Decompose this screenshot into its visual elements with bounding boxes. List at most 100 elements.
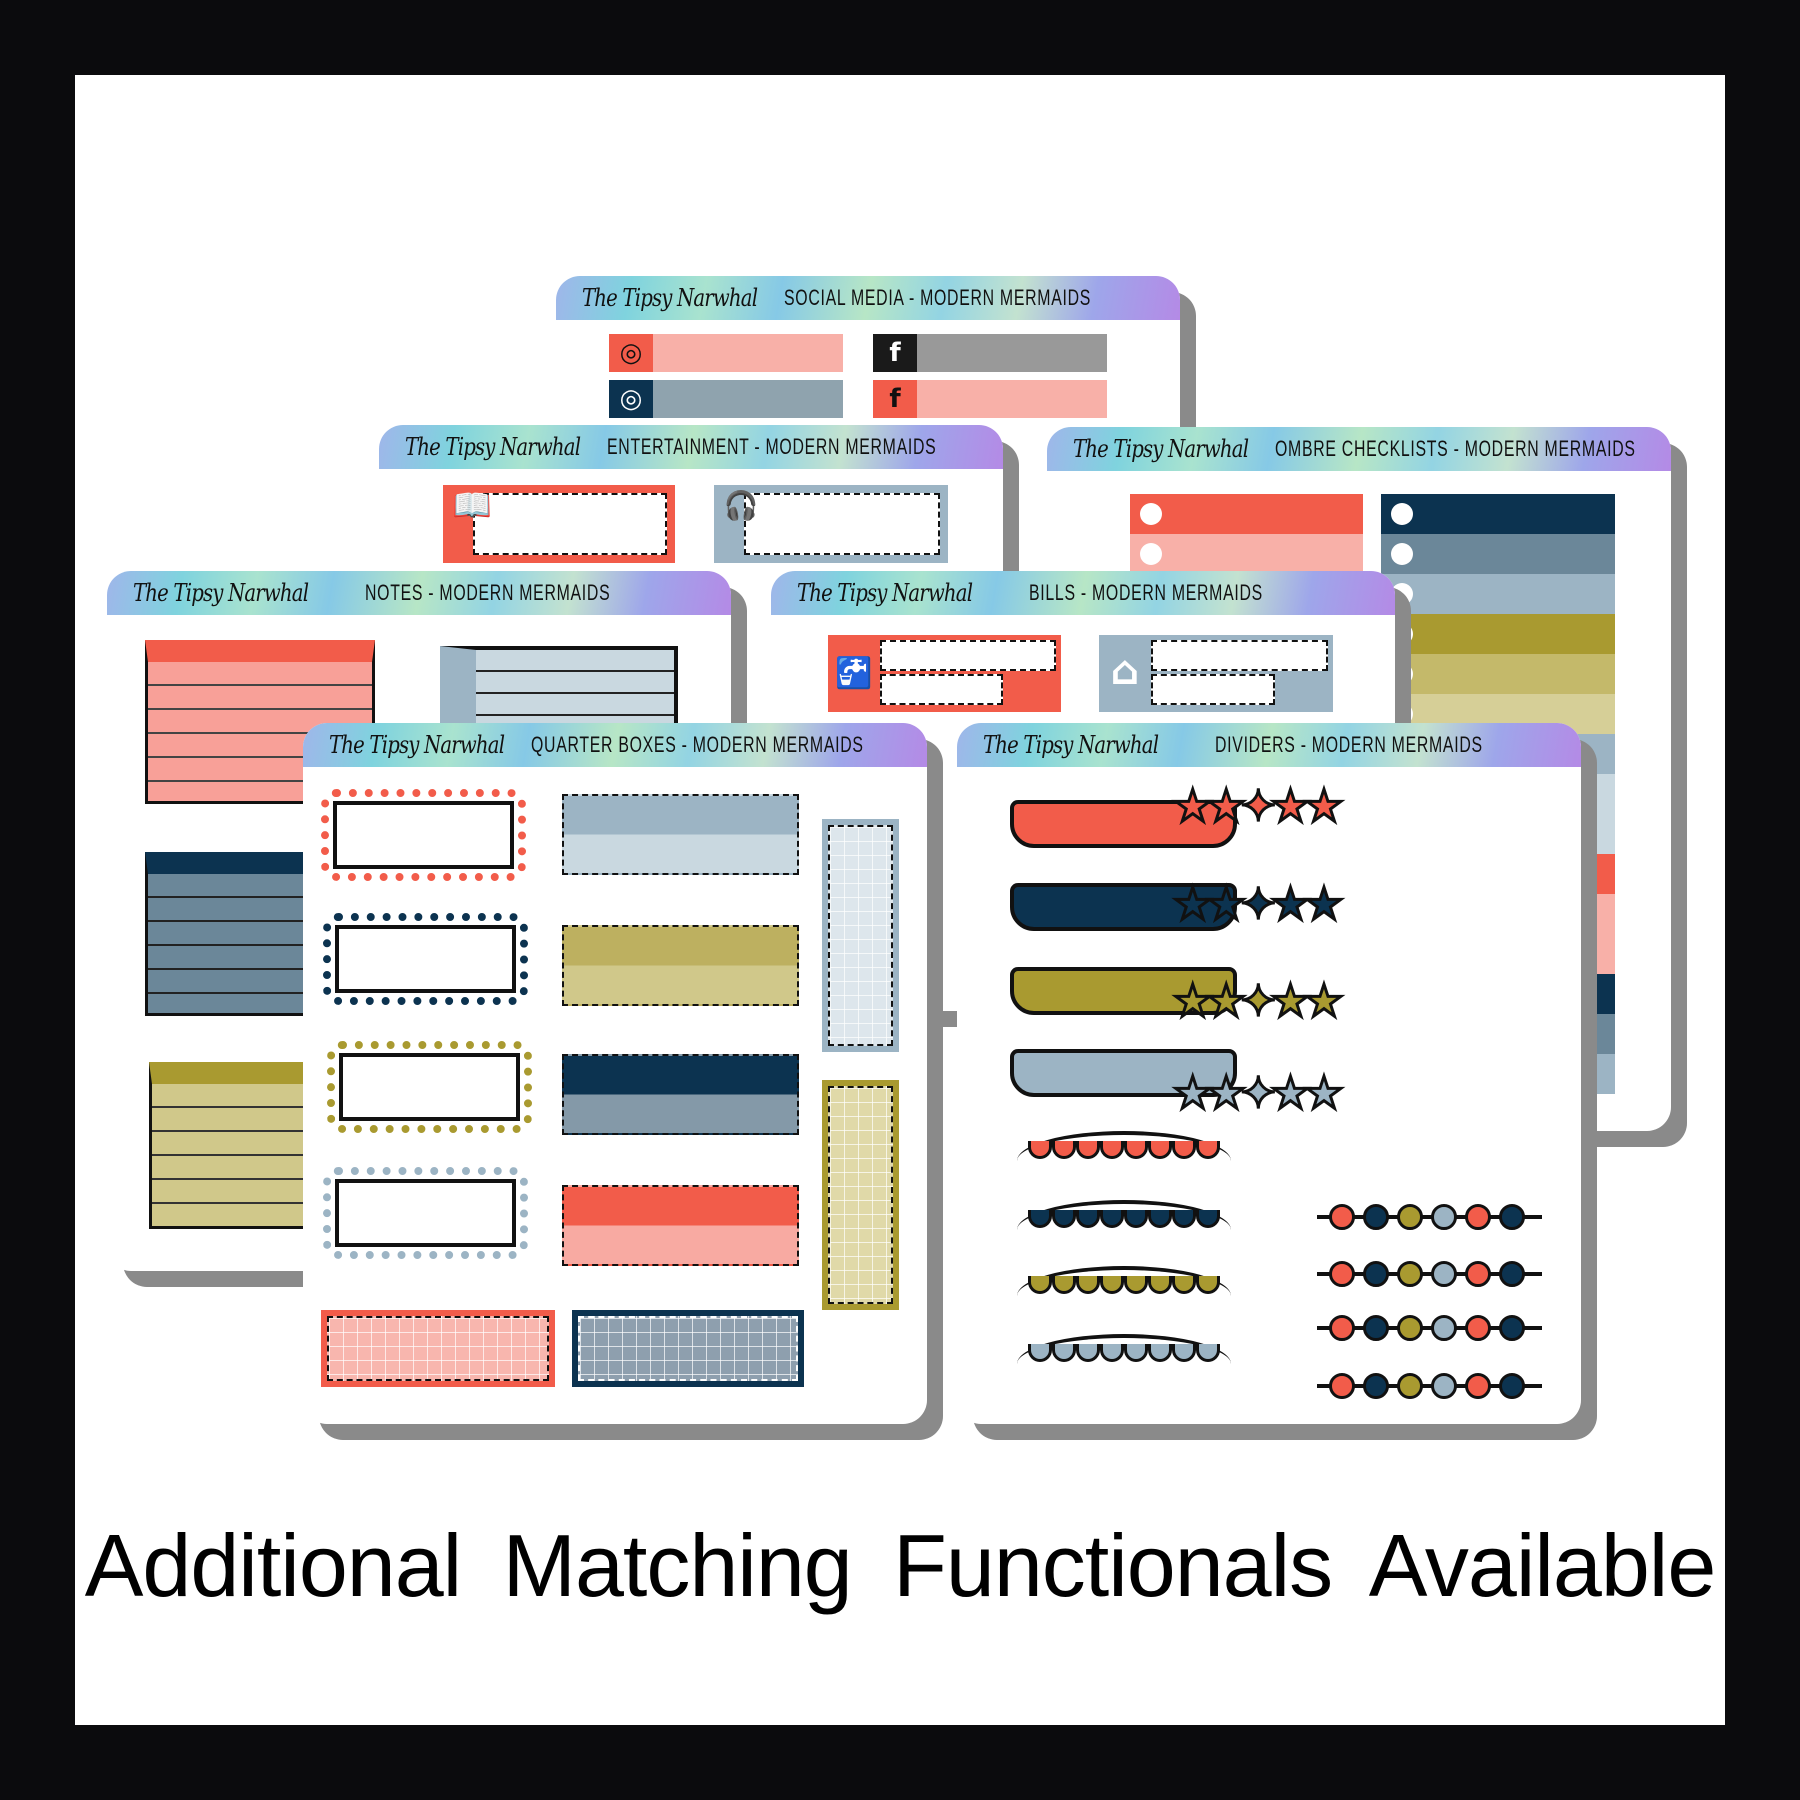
bunting-flag xyxy=(1148,1276,1172,1294)
drip-divider xyxy=(1010,883,1237,931)
instagram-icon: ◎ xyxy=(609,380,653,418)
drip-divider xyxy=(1010,967,1237,1015)
tall-grid-box-olive xyxy=(822,1080,899,1310)
bead xyxy=(1465,1315,1491,1341)
checklist-row xyxy=(1130,494,1363,534)
bunting-flag xyxy=(1100,1276,1124,1294)
bunting-flag xyxy=(1052,1141,1076,1159)
ombre-checklist-left xyxy=(1130,494,1363,574)
bead xyxy=(1397,1261,1423,1287)
bunting-flag xyxy=(1076,1276,1100,1294)
bead xyxy=(1499,1373,1525,1399)
instagram-icon: ◎ xyxy=(609,334,653,372)
water-bill-sticker: 🚰 xyxy=(828,635,1061,712)
sheet-title: BILLS - MODERN MERMAIDS xyxy=(1028,580,1263,605)
bead xyxy=(1431,1373,1457,1399)
bead xyxy=(1363,1373,1389,1399)
star-cluster-divider: ★★✦★★ xyxy=(1172,1068,1346,1119)
bunting-flag xyxy=(1196,1141,1220,1159)
bunting-flag xyxy=(1124,1344,1148,1362)
book-icon: 📖 xyxy=(452,486,492,524)
checklist-row xyxy=(1381,534,1615,574)
sheet-title: OMBRE CHECKLISTS - MODERN MERMAIDS xyxy=(1274,436,1636,461)
wide-grid-box-navy xyxy=(572,1310,804,1387)
stripe-box-navy xyxy=(562,1054,799,1135)
bead xyxy=(1431,1315,1457,1341)
bunting-flag xyxy=(1172,1344,1196,1362)
house-icon: ⌂ xyxy=(1110,648,1140,694)
bunting-flag xyxy=(1100,1141,1124,1159)
bunting-flag xyxy=(1124,1276,1148,1294)
faucet-icon: 🚰 xyxy=(835,655,873,691)
bead xyxy=(1363,1315,1389,1341)
bunting-flag xyxy=(1028,1210,1052,1228)
caption: Additional Matching Functionals Availabl… xyxy=(84,1516,1717,1615)
bead xyxy=(1397,1373,1423,1399)
sheet-title: ENTERTAINMENT - MODERN MERMAIDS xyxy=(606,434,937,459)
scallop-box-navy xyxy=(323,913,528,1005)
stripe-box-olive xyxy=(562,925,799,1006)
bunting-flag xyxy=(1172,1141,1196,1159)
brand-logo: The Tipsy Narwhal xyxy=(1073,435,1249,463)
facebook-icon: f xyxy=(873,334,917,372)
bunting-divider xyxy=(1017,1131,1231,1161)
bunting-flag xyxy=(1148,1344,1172,1362)
bunting-flag xyxy=(1052,1344,1076,1362)
brand-logo: The Tipsy Narwhal xyxy=(582,284,758,312)
bead xyxy=(1397,1204,1423,1230)
bunting-flag xyxy=(1028,1141,1052,1159)
sheet-title: QUARTER BOXES - MODERN MERMAIDS xyxy=(530,732,864,757)
scallop-box-blue xyxy=(323,1167,528,1259)
checkbox-circle-icon xyxy=(1140,543,1162,565)
bead-divider xyxy=(1317,1204,1542,1230)
brand-logo: The Tipsy Narwhal xyxy=(133,579,309,607)
sheet-title: DIVIDERS - MODERN MERMAIDS xyxy=(1214,732,1483,757)
bead xyxy=(1329,1373,1355,1399)
rent-bill-sticker: ⌂ xyxy=(1099,635,1333,712)
bead xyxy=(1499,1315,1525,1341)
bead xyxy=(1329,1315,1355,1341)
brand-logo: The Tipsy Narwhal xyxy=(405,433,581,461)
drip-divider xyxy=(1010,800,1237,848)
bunting-flag xyxy=(1148,1210,1172,1228)
bead xyxy=(1363,1261,1389,1287)
bunting-flag xyxy=(1052,1276,1076,1294)
bead xyxy=(1465,1204,1491,1230)
bunting-flag xyxy=(1052,1210,1076,1228)
bunting-flag xyxy=(1028,1276,1052,1294)
bead xyxy=(1329,1261,1355,1287)
bead xyxy=(1499,1204,1525,1230)
instagram-sticker: ◎ xyxy=(609,380,843,418)
brand-logo: The Tipsy Narwhal xyxy=(329,731,505,759)
bunting-divider xyxy=(1017,1266,1231,1296)
bead-divider xyxy=(1317,1373,1542,1399)
instagram-sticker: ◎ xyxy=(609,334,843,372)
bead xyxy=(1397,1315,1423,1341)
bunting-flag xyxy=(1124,1210,1148,1228)
bead xyxy=(1329,1204,1355,1230)
bead xyxy=(1363,1204,1389,1230)
star-cluster-divider: ★★✦★★ xyxy=(1172,976,1346,1027)
bunting-divider xyxy=(1017,1200,1231,1230)
scallop-box-olive xyxy=(327,1041,532,1133)
bead xyxy=(1431,1204,1457,1230)
checklist-row xyxy=(1381,614,1615,654)
headphones-sticker: 🎧 xyxy=(714,485,948,563)
checklist-row xyxy=(1130,534,1363,574)
sheet-header: The Tipsy Narwhal QUARTER BOXES - MODERN … xyxy=(303,723,927,767)
facebook-sticker: f xyxy=(873,380,1107,418)
bunting-flag xyxy=(1172,1210,1196,1228)
bead xyxy=(1499,1261,1525,1287)
bunting-flag xyxy=(1172,1276,1196,1294)
bunting-flag xyxy=(1196,1276,1220,1294)
sheet-quarter-boxes: The Tipsy Narwhal QUARTER BOXES - MODERN … xyxy=(303,723,927,1424)
bunting-divider xyxy=(1017,1334,1231,1364)
book-sticker: 📖 xyxy=(443,485,675,563)
bead-divider xyxy=(1317,1315,1542,1341)
tall-grid-box-blue xyxy=(822,819,899,1052)
wide-grid-box-coral xyxy=(321,1310,555,1387)
